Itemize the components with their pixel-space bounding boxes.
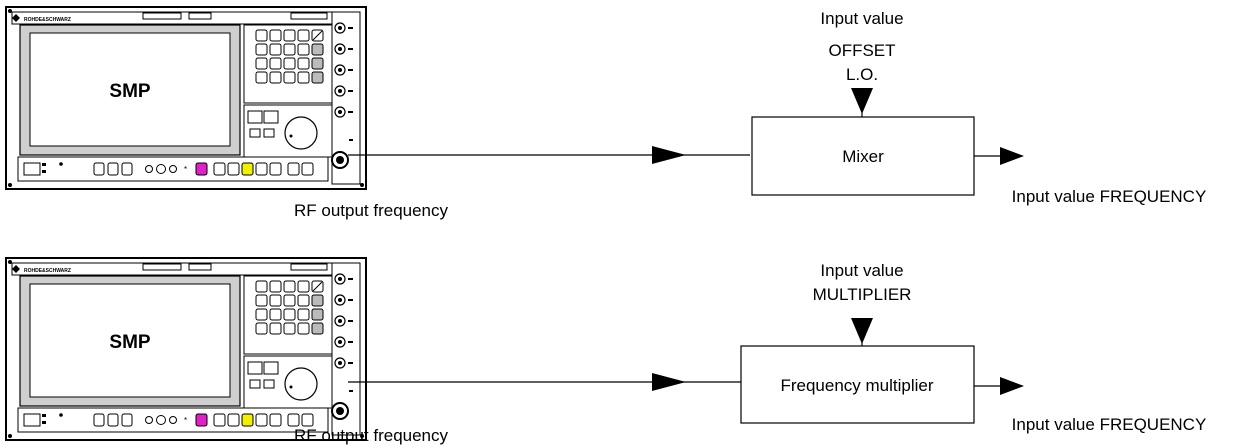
input-label-2-line-1: Input value xyxy=(820,261,903,280)
output-label-2: Input value FREQUENCY xyxy=(1012,415,1207,434)
output-label-1: Input value FREQUENCY xyxy=(1012,187,1207,206)
input-label-1-line-3: L.O. xyxy=(846,65,878,84)
diagram-frequency-multiplier: ROHDE&SCHWARZ SMP RF output frequency In… xyxy=(5,257,1207,445)
input-arrow-1 xyxy=(851,88,873,114)
input-label-1-line-2: OFFSET xyxy=(828,41,895,60)
diagram-mixer: ROHDE&SCHWARZ SMP RF output frequency In… xyxy=(5,6,1207,220)
smp-instrument-1: ROHDE&SCHWARZ SMP xyxy=(5,6,367,190)
smp-brand-label-2: ROHDE&SCHWARZ xyxy=(24,268,71,274)
rf-output-label-1: RF output frequency xyxy=(294,201,449,220)
rf-signal-arrow-1 xyxy=(652,146,686,164)
mixer-block-label: Mixer xyxy=(842,147,884,166)
rf-signal-arrow-2 xyxy=(652,373,686,391)
frequency-multiplier-block-label: Frequency multiplier xyxy=(780,376,933,395)
smp-instrument-2: ROHDE&SCHWARZ SMP xyxy=(5,257,367,441)
input-arrow-2 xyxy=(851,318,873,344)
rf-output-label-2: RF output frequency xyxy=(294,426,449,445)
output-arrow-1 xyxy=(1000,147,1024,165)
input-label-1-line-1: Input value xyxy=(820,9,903,28)
mixer-block xyxy=(751,116,975,196)
output-arrow-2 xyxy=(1000,377,1024,395)
smp-brand-label-1: ROHDE&SCHWARZ xyxy=(24,17,71,23)
input-label-2-line-2: MULTIPLIER xyxy=(813,285,912,304)
smp-display-label-1: SMP xyxy=(109,81,151,102)
frequency-multiplier-block xyxy=(740,345,975,424)
smp-display-label-2: SMP xyxy=(109,332,151,353)
